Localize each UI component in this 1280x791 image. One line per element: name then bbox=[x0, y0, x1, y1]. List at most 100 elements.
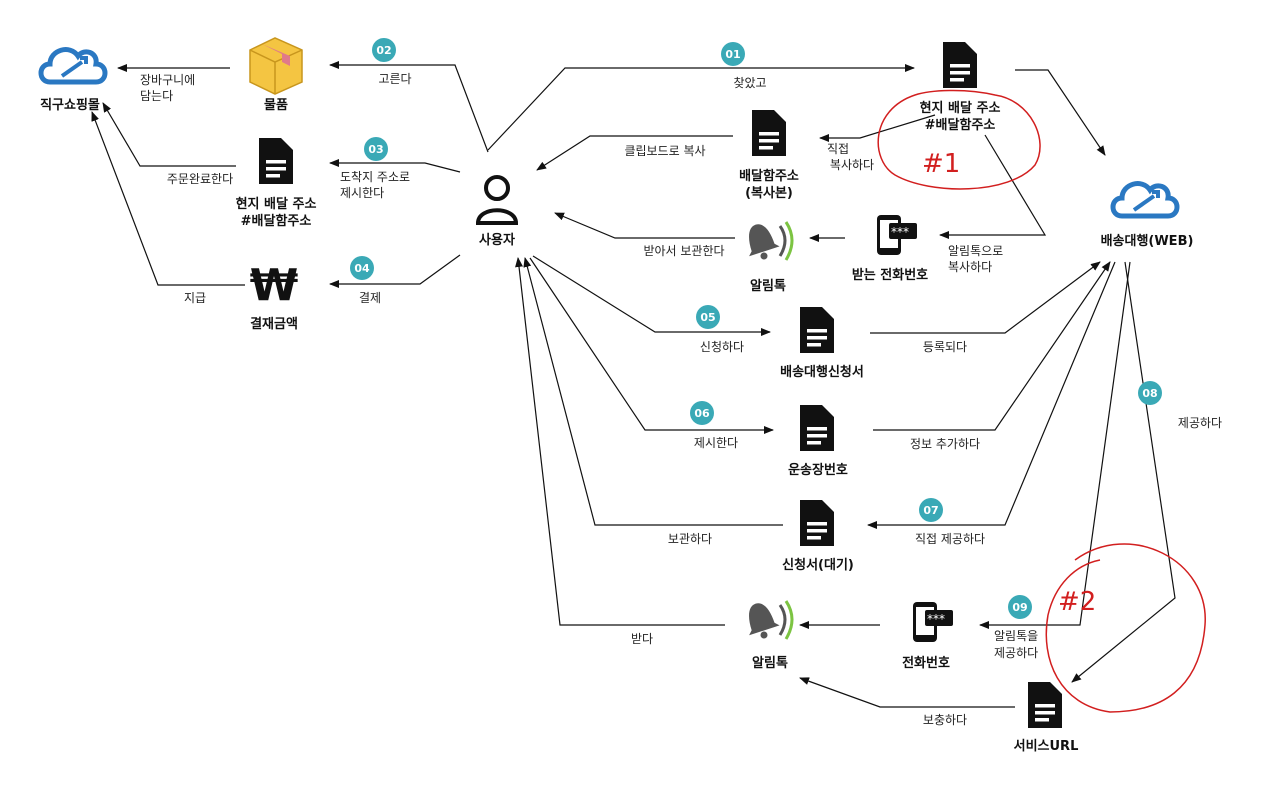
shop-label: 직구쇼핑몰 bbox=[40, 97, 100, 113]
edge-04 bbox=[329, 254, 461, 288]
edge-add-info bbox=[873, 261, 1111, 431]
edge-pay bbox=[91, 111, 245, 286]
payment-label: 결재금액 bbox=[250, 316, 298, 332]
edge-label-04: 결제 bbox=[359, 291, 381, 305]
node-found-doc: 현지 배달 주소 #배달함주소 bbox=[920, 42, 1000, 133]
badge-05: 05 bbox=[696, 305, 720, 329]
document-icon bbox=[1028, 682, 1062, 728]
edge-label-alarm-copy-line2: 복사하다 bbox=[948, 260, 992, 274]
edge-label-alarm-copy-line1: 알림톡으로 bbox=[948, 244, 1003, 258]
edge-06 bbox=[529, 257, 774, 434]
node-local-address: 현지 배달 주소 #배달함주소 bbox=[236, 138, 317, 229]
edge-09 bbox=[979, 261, 1131, 629]
edge-label-03-line1: 도착지 주소로 bbox=[340, 170, 410, 184]
annotation-2: #2 bbox=[1045, 543, 1206, 713]
edge-01 bbox=[487, 64, 915, 151]
badge-03: 03 bbox=[364, 137, 388, 161]
edge-label-05: 신청하다 bbox=[700, 340, 744, 354]
document-icon bbox=[800, 500, 834, 546]
svg-text:09: 09 bbox=[1012, 601, 1027, 614]
edge-label-keep: 보관하다 bbox=[668, 532, 712, 546]
node-copy-addr: 배달함주소 (복사본) bbox=[739, 110, 799, 201]
edge-label-03-line2: 제시한다 bbox=[340, 186, 384, 200]
cloud-icon bbox=[1113, 184, 1177, 216]
node-payment: ₩ 결재금액 bbox=[250, 260, 299, 332]
user-label: 사용자 bbox=[479, 232, 515, 248]
edge-order-done bbox=[102, 102, 236, 167]
copy-addr-line1: 배달함주소 bbox=[739, 168, 799, 184]
edge-label-clipboard: 클립보드로 복사 bbox=[624, 144, 705, 158]
edge-label-remind: 보충하다 bbox=[923, 713, 967, 727]
edge-03 bbox=[329, 159, 461, 173]
edge-label-09-line2: 제공하다 bbox=[994, 646, 1038, 660]
box-icon bbox=[249, 37, 303, 95]
edge-doc-agency bbox=[1015, 69, 1106, 156]
badge-04: 04 bbox=[350, 256, 374, 280]
edge-label-basket-line1: 장바구니에 bbox=[140, 73, 195, 87]
edge-label-02: 고른다 bbox=[378, 72, 411, 86]
edge-05 bbox=[532, 255, 771, 336]
tracking-label: 운송장번호 bbox=[788, 462, 848, 478]
node-phone1: 받는 전화번호 bbox=[852, 215, 928, 283]
edge-receive bbox=[515, 257, 725, 626]
annotation-2-text: #2 bbox=[1058, 587, 1096, 617]
alarm2-label: 알림톡 bbox=[752, 656, 788, 671]
request-form-label: 배송대행신청서 bbox=[780, 364, 864, 380]
edges bbox=[91, 61, 1176, 708]
edge-label-direct-copy-line1: 직접 bbox=[827, 142, 849, 156]
svg-text:07: 07 bbox=[923, 504, 938, 517]
edge-direct-copy bbox=[819, 114, 936, 142]
phone2-label: 전화번호 bbox=[902, 655, 950, 671]
badge-07: 07 bbox=[919, 498, 943, 522]
pending-label: 신청서(대기) bbox=[782, 557, 854, 573]
edge-label-01: 찾았고 bbox=[733, 76, 766, 90]
svg-text:06: 06 bbox=[694, 407, 710, 420]
edge-label-08: 제공하다 bbox=[1178, 416, 1222, 430]
cloud-icon bbox=[41, 50, 105, 82]
edge-alarm-copy bbox=[939, 134, 1047, 239]
edge-label-receive-keep: 받아서 보관한다 bbox=[643, 244, 724, 258]
document-icon bbox=[259, 138, 293, 184]
bell-icon bbox=[738, 597, 794, 641]
edge-keep bbox=[523, 257, 783, 526]
phone1-label: 받는 전화번호 bbox=[852, 267, 928, 283]
node-request-form: 배송대행신청서 bbox=[780, 307, 864, 380]
edge-remind bbox=[799, 677, 1015, 708]
node-agency: 배송대행(WEB) bbox=[1101, 184, 1194, 249]
node-user: 사용자 bbox=[475, 175, 519, 248]
node-shop: 직구쇼핑몰 bbox=[40, 50, 105, 113]
edge-label-07: 직접 제공하다 bbox=[915, 532, 985, 546]
edge-label-receive: 받다 bbox=[631, 632, 653, 646]
won-icon: ₩ bbox=[250, 260, 299, 311]
node-tracking: 운송장번호 bbox=[788, 405, 848, 478]
document-icon bbox=[800, 307, 834, 353]
node-phone2: 전화번호 bbox=[902, 602, 953, 671]
badge-08: 08 bbox=[1138, 381, 1162, 405]
local-address-line1: 현지 배달 주소 bbox=[236, 196, 317, 212]
goods-label: 물품 bbox=[264, 98, 288, 113]
agency-label: 배송대행(WEB) bbox=[1101, 233, 1194, 249]
edge-label-basket-line2: 담는다 bbox=[140, 89, 173, 103]
svg-text:08: 08 bbox=[1142, 387, 1157, 400]
svg-text:05: 05 bbox=[700, 311, 715, 324]
edge-label-order-done: 주문완료한다 bbox=[167, 172, 233, 186]
local-address-line2: #배달함주소 bbox=[241, 213, 312, 229]
edge-label-direct-copy-line2: 복사하다 bbox=[830, 158, 874, 172]
phone-icon bbox=[877, 215, 917, 255]
edge-receive-keep bbox=[554, 212, 735, 239]
svg-text:03: 03 bbox=[368, 143, 383, 156]
edge-clipboard bbox=[536, 135, 733, 171]
found-doc-line2: #배달함주소 bbox=[925, 117, 996, 133]
edge-07 bbox=[867, 261, 1116, 529]
badge-06: 06 bbox=[690, 401, 714, 425]
badges: 01 02 03 04 05 06 07 08 09 bbox=[350, 38, 1162, 619]
node-pending: 신청서(대기) bbox=[782, 500, 854, 573]
svg-text:04: 04 bbox=[354, 262, 370, 275]
document-icon bbox=[800, 405, 834, 451]
service-url-label: 서비스URL bbox=[1014, 739, 1079, 754]
user-icon bbox=[475, 175, 519, 225]
edge-labels: 찾았고 고른다 도착지 주소로 제시한다 결제 장바구니에 담는다 주문완료한다… bbox=[140, 72, 1222, 727]
phone-icon bbox=[913, 602, 953, 642]
bell-icon bbox=[738, 218, 794, 262]
